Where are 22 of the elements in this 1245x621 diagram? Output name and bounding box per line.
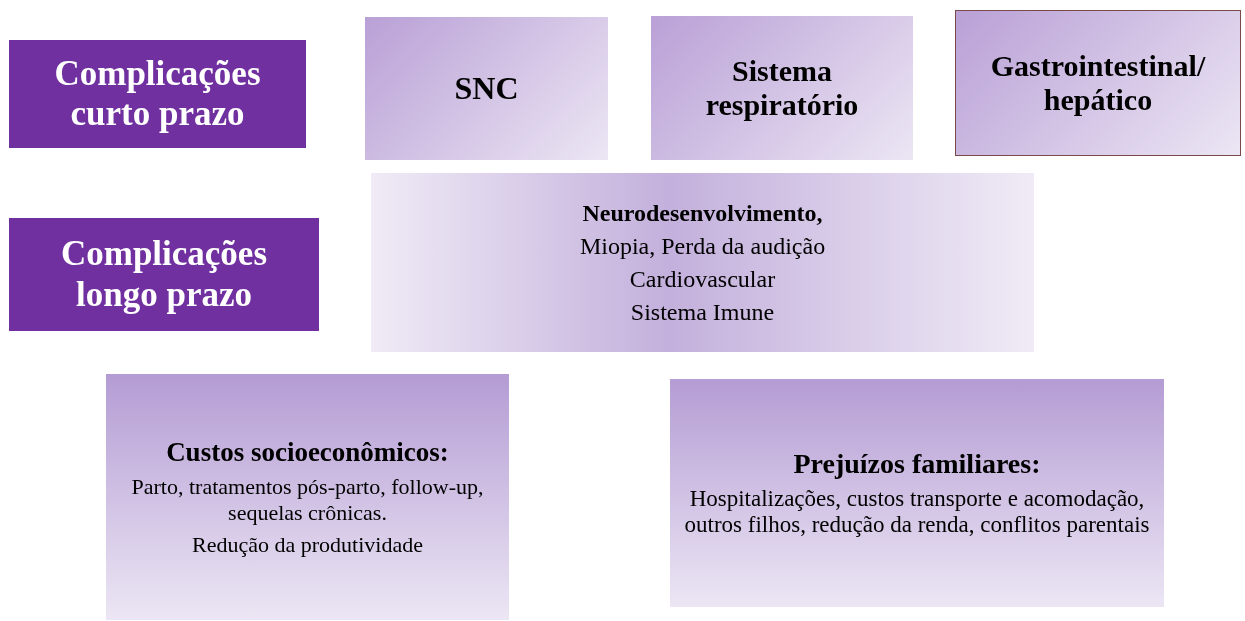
category-box [365, 17, 608, 160]
heading-box [9, 40, 306, 148]
category-box [371, 173, 1034, 352]
box-text: Sistema respiratório [704, 54, 860, 122]
category-box [670, 379, 1164, 607]
box-text: Hospitalizações, custos transporte e acomodação, outros filhos, redução da renda, conflitos parentais [683, 486, 1151, 538]
box-text: Parto, tratamentos pós-parto, follow-up, sequelas crônicas. [130, 473, 485, 526]
heading-box [9, 218, 319, 331]
box-text: Gastrointestinal/ hepático [989, 49, 1207, 117]
box-text: Cardiovascular [629, 265, 776, 293]
box-text: Complicações curto prazo [53, 53, 262, 135]
box-heading: Prejuízos familiares: [793, 448, 1041, 480]
box-text: Sistema Imune [630, 298, 775, 326]
category-box [651, 16, 913, 160]
box-text: Complicações longo prazo [59, 234, 269, 315]
category-box [106, 374, 509, 620]
category-box [955, 10, 1241, 156]
box-heading: Neurodesenvolvimento, [582, 199, 823, 227]
box-text: SNC [454, 70, 519, 107]
box-heading: Custos socioeconômicos: [166, 436, 449, 468]
box-text: Redução da produtividade [192, 531, 423, 558]
box-text: Miopia, Perda da audição [579, 232, 826, 260]
